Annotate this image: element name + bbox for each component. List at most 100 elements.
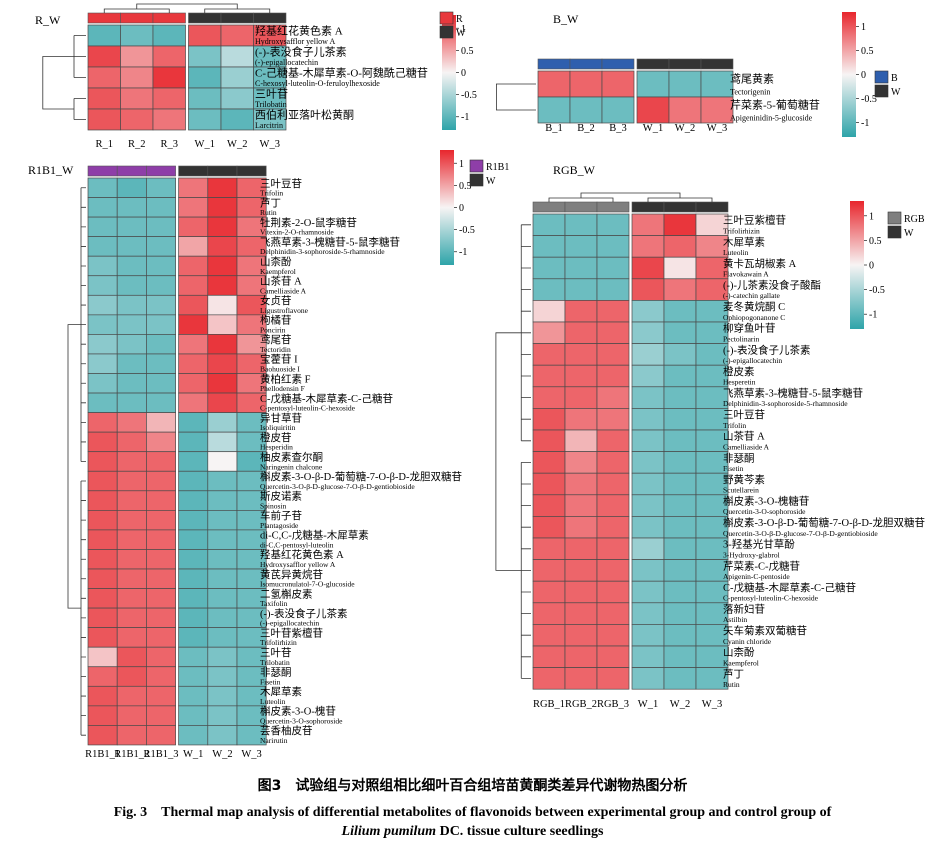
heatmap-cell (146, 255, 176, 277)
row-label-cn: 槲皮素-3-O-槐糖苷 (723, 495, 809, 508)
scale-tick-label: -1 (461, 112, 469, 123)
heatmap-cell (116, 294, 147, 316)
group-band-cell (87, 12, 121, 24)
row-label-en: Rutin (723, 680, 740, 689)
heatmap-cell (596, 451, 630, 474)
heatmap-cell (116, 529, 147, 550)
heatmap-cell (564, 343, 598, 366)
row-label-cn: 山茶苷 A (723, 430, 765, 443)
heatmap-cell (178, 255, 209, 277)
heatmap-cell (87, 412, 118, 433)
row-label-en: Camelliaside A (723, 442, 770, 451)
heatmap-cell (596, 321, 630, 344)
heatmap-cell (207, 236, 238, 257)
scale-tick-label: 0.5 (461, 46, 474, 57)
heatmap-cell (146, 529, 176, 550)
legend-swatch (874, 70, 889, 84)
column-label: RGB_2 (565, 699, 597, 710)
heatmap-cell (207, 490, 238, 511)
row-label-en: Kaempferol (260, 267, 296, 276)
heatmap-cell (178, 705, 209, 726)
heatmap-cell (120, 66, 154, 89)
caption-chinese: 图3 试验组与对照组相比细叶百合组培苗黄酮类差异代谢物热图分析 (257, 778, 688, 794)
group-band-cell (700, 58, 734, 70)
heatmap-cell (700, 70, 734, 98)
row-label-en: Hesperetin (723, 378, 756, 387)
row-label-cn: 野黄芩素 (723, 473, 765, 486)
row-label-cn: 芹菜素-C-戊糖苷 (723, 559, 800, 572)
heatmap-cell (564, 516, 598, 539)
heatmap-cell (178, 627, 209, 648)
heatmap-cell (564, 321, 598, 344)
row-label-en: (-)-epigallocatechin (260, 619, 319, 628)
heatmap-cell (116, 685, 147, 707)
row-label-en: Plantagoside (260, 521, 299, 530)
heatmap-cell (146, 725, 176, 746)
heatmap-cell (596, 494, 630, 517)
heatmap-cell (532, 451, 566, 474)
heatmap-cell (207, 334, 238, 355)
heatmap-cell (532, 343, 566, 366)
heatmap-title: R1B1_W (28, 163, 74, 177)
heatmap-title: B_W (553, 12, 579, 26)
heatmap-cell (87, 588, 118, 609)
heatmap-cell (146, 705, 176, 726)
row-label-en: C-pentosyl-luteolin-C-hexoside (723, 594, 819, 603)
heatmap-cell (663, 580, 697, 604)
row-label-en: Pectolinarin (723, 334, 759, 343)
heatmap-cell (178, 607, 209, 628)
heatmap-cell (87, 549, 118, 570)
heatmap-cell (87, 216, 118, 238)
row-label-en: C-hexosyl-luteolin-O-feruloylhexoside (255, 79, 380, 88)
caption-species: Lilium pumilum (341, 824, 437, 839)
heatmap-cell (532, 667, 566, 690)
heatmap-cell (631, 408, 665, 431)
row-dendrogram (495, 224, 531, 679)
row-label-en: Isoliquiritin (260, 423, 296, 432)
heatmap-cell (636, 96, 670, 124)
row-label-cn: 三叶苷 (260, 646, 292, 659)
row-label-cn: 三叶豆紫檀苷 (723, 214, 786, 227)
heatmap-cell (152, 66, 186, 89)
heatmap-cell (116, 314, 147, 335)
scale-tick-label: -0.5 (461, 90, 477, 101)
heatmap-cell (178, 275, 209, 296)
heatmap-cell (631, 494, 665, 517)
row-label-en: Baohuoside I (260, 365, 300, 374)
heatmap-cell (116, 236, 147, 257)
heatmap-cell (564, 559, 598, 582)
row-label-cn: 二氢槲皮素 (260, 587, 313, 600)
heatmap-cell (596, 364, 630, 388)
heatmap-cell (631, 451, 665, 474)
heatmap-cell (207, 392, 238, 413)
row-label-en: Luteolin (723, 248, 749, 257)
column-label: W_1 (183, 749, 203, 760)
row-label-en: Delphinidin-3-sophoroside-5-rhamnoside (260, 247, 385, 256)
heatmap-cell (663, 429, 697, 452)
heatmap-cell (596, 300, 630, 323)
row-label-cn: 非瑟酮 (723, 452, 755, 464)
heatmap-cell (120, 45, 154, 68)
heatmap-cell (116, 588, 147, 609)
heatmap-cell (564, 256, 598, 280)
row-label-cn: 宝藿苷 I (260, 353, 298, 366)
heatmap-cell (116, 568, 147, 589)
heatmap-cell (87, 568, 118, 589)
row-label-en: Trifolirhizin (260, 638, 297, 647)
heatmap-cell (146, 588, 176, 609)
heatmap-cell (178, 666, 209, 687)
row-label-cn: C-己糖基-木犀草素-O-阿魏酰己糖苷 (255, 65, 428, 79)
column-label: W_1 (638, 699, 658, 710)
row-label-en: Quercetin-3-O-β-D-glucose-7-O-β-D-gentio… (260, 482, 415, 491)
row-label-en: Quercetin-3-O-sophoroside (260, 716, 343, 725)
row-label-en: Apigeninidin-5-glucoside (730, 113, 813, 122)
group-band-cell (663, 201, 697, 213)
heatmap-cell (178, 685, 209, 707)
heatmap-cell (116, 646, 147, 668)
heatmap-cell (87, 66, 121, 89)
row-dendrogram (496, 83, 536, 111)
heatmap-cell (116, 177, 147, 198)
row-label-cn: 3-羟基光甘草酚 (723, 538, 795, 551)
heatmap-cell (87, 627, 118, 648)
heatmap-cell (152, 108, 186, 131)
